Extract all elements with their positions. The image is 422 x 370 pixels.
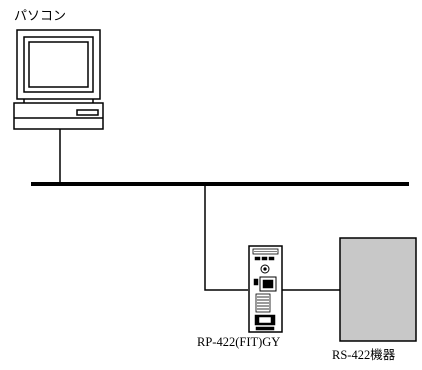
rs422-device-box [340,238,416,341]
converter-label: RP-422(FIT)GY [197,335,280,350]
pc-icon [14,30,103,129]
rs422-device-label: RS-422機器 [332,344,395,363]
converter-link-line [205,184,248,290]
converter-icon [249,246,282,332]
pc-label: パソコン [14,5,66,24]
